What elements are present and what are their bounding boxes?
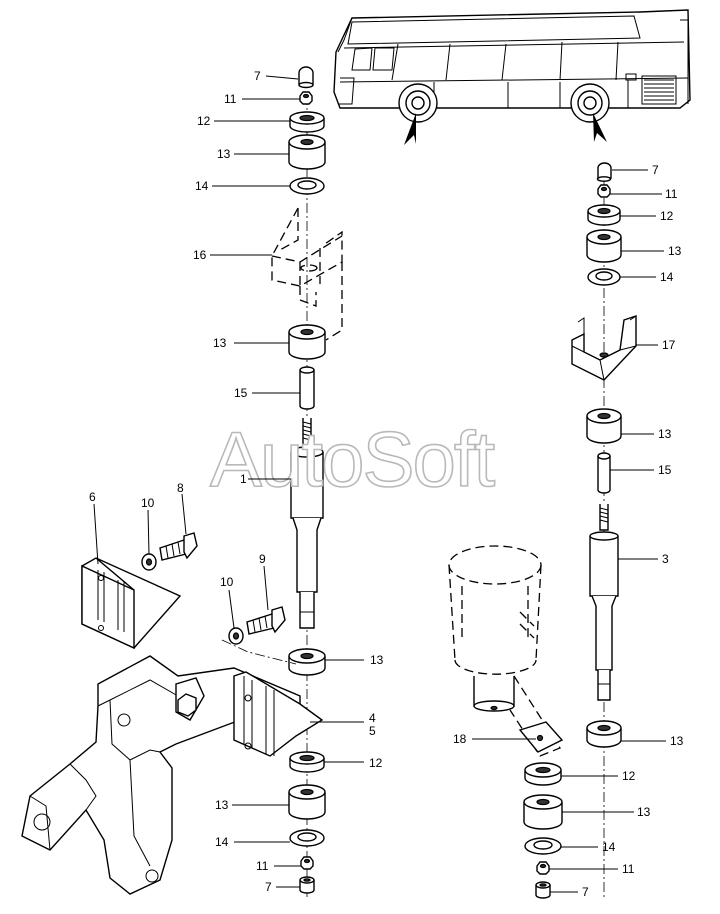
callout-13: 13 xyxy=(370,653,384,667)
shock-absorber-3 xyxy=(589,504,619,701)
washer-12-top-right xyxy=(587,204,621,226)
bracket-17 xyxy=(571,315,637,381)
callout-7: 7 xyxy=(265,880,272,894)
nut-11-bottom-left xyxy=(300,856,314,870)
washer-14-top-right xyxy=(587,268,621,286)
callout-15: 15 xyxy=(658,463,672,477)
callout-18: 18 xyxy=(453,732,467,746)
callout-17: 17 xyxy=(662,338,676,352)
rubber-bush-13-lower-left xyxy=(288,648,326,676)
callout-5: 5 xyxy=(369,724,376,738)
rubber-bush-13-mid-right xyxy=(586,408,622,444)
nut-11-bottom-right xyxy=(536,861,550,875)
washer-14-top-left xyxy=(289,177,325,195)
rubber-bush-13-bottom-left xyxy=(288,784,326,820)
washer-12-lower-right xyxy=(524,762,562,786)
cap-7-bottom-left xyxy=(299,876,315,894)
rubber-bush-13-top-left xyxy=(288,134,326,170)
nut-11-top-left xyxy=(299,91,313,105)
washer-12-top-left xyxy=(289,111,325,133)
callout-13: 13 xyxy=(668,244,682,258)
watermark-text: AutoSoft xyxy=(210,415,496,503)
callout-13: 13 xyxy=(658,427,672,441)
bracket-16-dashed xyxy=(271,207,343,341)
washer-12-lower-left xyxy=(289,751,325,773)
callout-6: 6 xyxy=(89,490,96,504)
callout-12: 12 xyxy=(660,209,674,223)
rubber-bush-13-lower-right xyxy=(586,720,622,748)
callout-3: 3 xyxy=(662,552,669,566)
callout-10: 10 xyxy=(141,496,155,510)
callout-13: 13 xyxy=(215,798,229,812)
callout-12: 12 xyxy=(197,114,211,128)
shock-absorber-1 xyxy=(290,418,324,629)
washer-10-upper xyxy=(141,553,157,571)
bolt-9 xyxy=(246,606,286,635)
callout-13: 13 xyxy=(670,734,684,748)
washer-14-bottom-left xyxy=(289,829,325,847)
callout-7: 7 xyxy=(254,69,261,83)
callout-11: 11 xyxy=(665,187,678,201)
callout-4: 4 xyxy=(369,711,376,725)
callout-14: 14 xyxy=(602,840,616,854)
cap-7-bottom-right xyxy=(535,881,551,899)
air-spring-assembly xyxy=(448,545,564,757)
callout-11: 11 xyxy=(256,859,269,873)
sleeve-15-right xyxy=(597,452,611,494)
callout-10: 10 xyxy=(220,575,234,589)
callout-1: 1 xyxy=(240,472,247,486)
callout-11: 11 xyxy=(224,92,237,106)
callout-14: 14 xyxy=(195,179,209,193)
callout-12: 12 xyxy=(369,756,383,770)
callout-12: 12 xyxy=(622,769,636,783)
callout-16: 16 xyxy=(193,248,207,262)
cap-7-top-right xyxy=(596,162,612,182)
sleeve-15-left xyxy=(299,366,315,410)
cap-7-top-left xyxy=(298,66,314,89)
washer-10-lower xyxy=(228,627,244,645)
rubber-bush-13-mid-left xyxy=(288,324,326,360)
callout-13: 13 xyxy=(213,336,227,350)
bracket-6 xyxy=(81,557,182,650)
bolt-8 xyxy=(159,532,198,561)
callout-14: 14 xyxy=(215,835,229,849)
callout-13: 13 xyxy=(217,147,231,161)
callout-15: 15 xyxy=(234,386,248,400)
bus-illustration xyxy=(333,9,691,145)
nut-11-top-right xyxy=(597,184,611,198)
leader-lines xyxy=(93,75,666,893)
callout-14: 14 xyxy=(660,270,674,284)
callout-9: 9 xyxy=(259,552,266,566)
frame-hanger xyxy=(21,655,324,895)
callout-13: 13 xyxy=(637,805,651,819)
washer-14-bottom-right xyxy=(524,837,562,855)
rubber-bush-13-top-right xyxy=(586,229,622,263)
callout-11: 11 xyxy=(622,862,635,876)
callout-7: 7 xyxy=(652,163,659,177)
callout-7: 7 xyxy=(582,885,589,899)
callout-8: 8 xyxy=(177,481,184,495)
callout-labels: 7 11 12 13 14 16 13 15 1 6 10 8 10 9 13 … xyxy=(89,69,684,899)
rubber-bush-13-bottom-right xyxy=(523,794,563,830)
